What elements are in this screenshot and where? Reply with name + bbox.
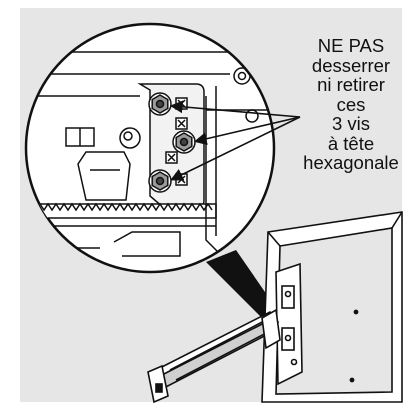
hex-bolt-icon bbox=[148, 92, 172, 116]
callout-line: 3 vis bbox=[331, 113, 371, 134]
callout-line: hexagonale bbox=[303, 152, 399, 173]
arrow-icon bbox=[169, 100, 301, 181]
side-bracket bbox=[275, 262, 303, 386]
callout-line: à tête bbox=[327, 132, 375, 154]
magnify-funnel bbox=[206, 250, 276, 318]
warning-callout: NE PAS desserrer ni retirer ces 3 vis à … bbox=[296, 36, 406, 173]
callout-line: desserrer bbox=[311, 54, 391, 76]
hex-bolt-icon bbox=[148, 169, 172, 193]
hex-bolt-icon bbox=[172, 130, 196, 154]
drawer-assembly bbox=[147, 211, 403, 404]
callout-line: NE PAS bbox=[317, 35, 385, 56]
callout-line: ni retirer bbox=[317, 74, 385, 95]
callout-line: ces bbox=[336, 93, 366, 115]
